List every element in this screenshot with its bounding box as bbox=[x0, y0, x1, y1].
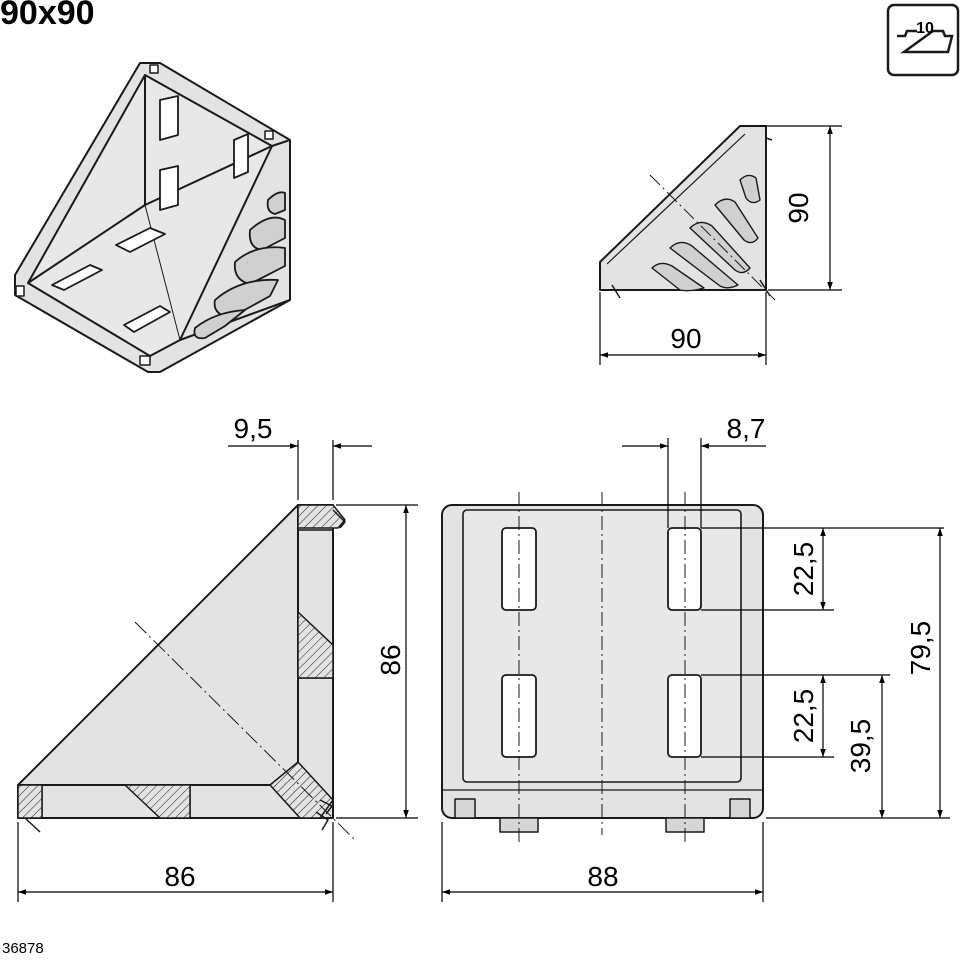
page-title: 90x90 bbox=[0, 0, 95, 32]
isometric-view bbox=[14, 62, 291, 373]
dim-side-height: 90 bbox=[783, 192, 814, 223]
dim-hole-height: 39,5 bbox=[845, 719, 876, 774]
front-view-dimensions bbox=[441, 438, 950, 902]
dim-slot-length-top: 22,5 bbox=[788, 542, 819, 597]
dim-width-front: 88 bbox=[587, 861, 618, 892]
side-view-dimensions bbox=[599, 125, 842, 365]
document-number: 36878 bbox=[2, 940, 44, 957]
slot-size-label: 10 bbox=[916, 20, 934, 37]
front-left-dimensions bbox=[17, 440, 418, 902]
side-view bbox=[599, 125, 776, 301]
front-view bbox=[441, 492, 764, 842]
dim-slot-length-bottom: 22,5 bbox=[788, 689, 819, 744]
dim-offset-left: 9,5 bbox=[234, 413, 273, 444]
dim-offset-right: 8,7 bbox=[727, 413, 766, 444]
front-left-view bbox=[17, 504, 356, 841]
dim-width-left: 86 bbox=[164, 861, 195, 892]
dim-side-width: 90 bbox=[670, 323, 701, 354]
dim-total-height: 79,5 bbox=[905, 621, 936, 676]
slot-badge: 10 bbox=[886, 3, 960, 77]
dim-height-left: 86 bbox=[375, 644, 406, 675]
